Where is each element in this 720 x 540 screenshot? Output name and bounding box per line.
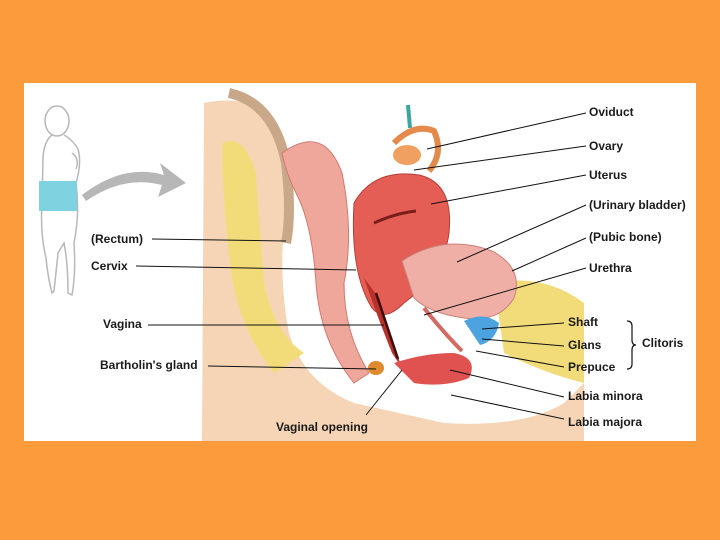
leader-cervix bbox=[135, 265, 357, 271]
leader-bartholins-gland bbox=[207, 365, 377, 370]
label-bartholins-gland: Bartholin's gland bbox=[100, 358, 198, 372]
label-rectum: (Rectum) bbox=[91, 232, 144, 246]
figure-highlight-box bbox=[39, 181, 77, 211]
label-pubic-bone: (Pubic bone) bbox=[589, 230, 662, 244]
label-cervix: Cervix bbox=[91, 259, 128, 273]
leader-urethra bbox=[423, 267, 587, 316]
label-shaft: Shaft bbox=[568, 315, 598, 329]
label-vagina: Vagina bbox=[103, 317, 142, 331]
leader-pubic-bone bbox=[511, 237, 587, 272]
leader-uterus bbox=[430, 174, 587, 205]
label-urethra: Urethra bbox=[589, 261, 632, 275]
leader-urinary-bladder bbox=[456, 204, 587, 263]
label-prepuce: Prepuce bbox=[568, 360, 616, 374]
label-urinary-bladder: (Urinary bladder) bbox=[589, 198, 686, 212]
leader-lines bbox=[135, 112, 587, 420]
label-ovary: Ovary bbox=[589, 139, 624, 153]
diagram-panel: Oviduct Ovary Uterus (Urinary bladder) (… bbox=[24, 83, 696, 441]
label-glans: Glans bbox=[568, 338, 602, 352]
leader-labia-majora bbox=[450, 394, 565, 420]
leader-prepuce bbox=[475, 350, 565, 368]
label-vaginal-opening: Vaginal opening bbox=[276, 420, 369, 434]
leader-ovary bbox=[413, 145, 587, 171]
curved-arrow bbox=[82, 163, 186, 201]
label-oviduct: Oviduct bbox=[589, 105, 634, 119]
leader-rectum bbox=[151, 238, 287, 242]
label-uterus: Uterus bbox=[589, 168, 628, 182]
anatomy-illustration bbox=[39, 88, 637, 441]
leader-oviduct bbox=[426, 112, 587, 150]
body-outline-figure bbox=[40, 105, 81, 297]
label-clitoris: Clitoris bbox=[642, 336, 684, 350]
pelvis-cross-section bbox=[202, 88, 584, 441]
leader-vaginal-opening bbox=[365, 369, 403, 416]
clitoris-bracket bbox=[626, 320, 637, 370]
label-labia-minora: Labia minora bbox=[568, 389, 643, 403]
leader-glans bbox=[481, 338, 565, 347]
label-labia-majora: Labia majora bbox=[568, 415, 643, 429]
leader-labia-minora bbox=[449, 369, 565, 398]
leader-shaft bbox=[481, 322, 565, 330]
